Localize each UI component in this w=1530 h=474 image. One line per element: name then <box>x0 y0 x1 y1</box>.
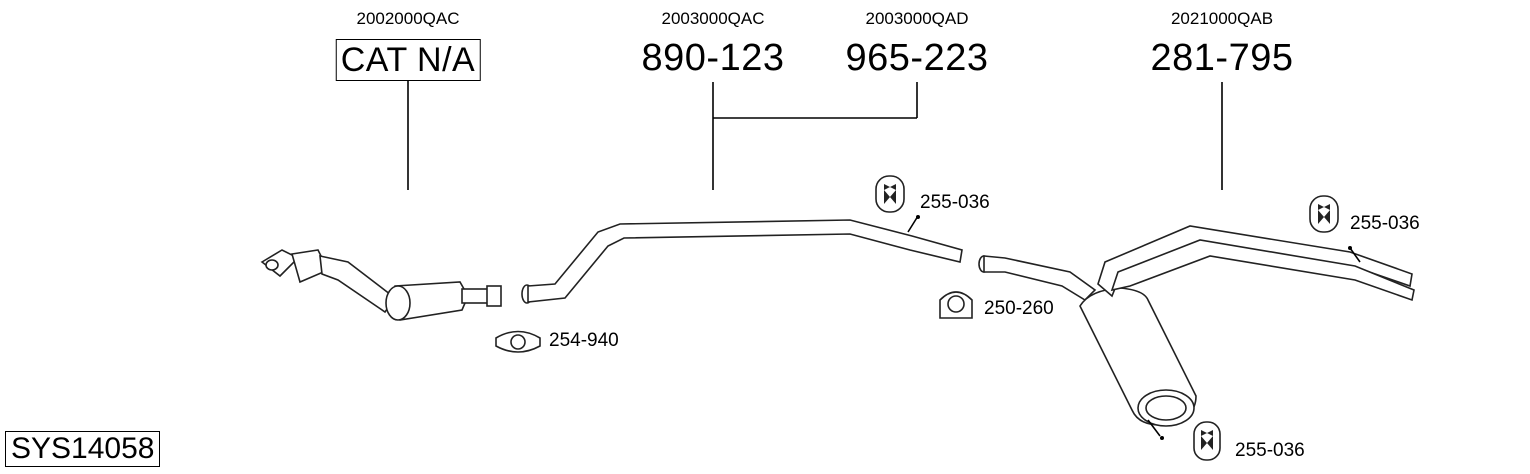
hanger-3-icon <box>1193 421 1221 461</box>
front-pipe-catalyst <box>260 249 502 321</box>
oem-number-4: 2021000QAB <box>1170 9 1274 28</box>
system-code: SYS14058 <box>5 431 161 467</box>
clamp-250-260-icon <box>939 291 973 319</box>
part-number-2[interactable]: 890-123 <box>641 37 785 79</box>
hanger-1-icon <box>875 175 905 213</box>
middle-pipe <box>521 215 963 304</box>
oem-number-2: 2003000QAC <box>661 9 765 28</box>
hanger-2-icon <box>1309 195 1339 233</box>
hanger-1-label[interactable]: 255-036 <box>920 192 990 213</box>
leader-lines <box>407 80 1223 190</box>
clamp-254-940-icon <box>495 330 541 353</box>
part-number-3[interactable]: 965-223 <box>845 37 989 79</box>
rear-silencer <box>978 225 1415 440</box>
oem-number-3: 2003000QAD <box>865 9 969 28</box>
part-number-4[interactable]: 281-795 <box>1150 37 1294 79</box>
clamp-2-label[interactable]: 250-260 <box>984 298 1054 319</box>
oem-number-1: 2002000QAC <box>356 9 460 28</box>
hanger-3-label[interactable]: 255-036 <box>1235 440 1305 461</box>
clamp-1-label[interactable]: 254-940 <box>549 330 619 351</box>
part-number-1[interactable]: CAT N/A <box>335 39 481 81</box>
hanger-2-label[interactable]: 255-036 <box>1350 213 1420 234</box>
